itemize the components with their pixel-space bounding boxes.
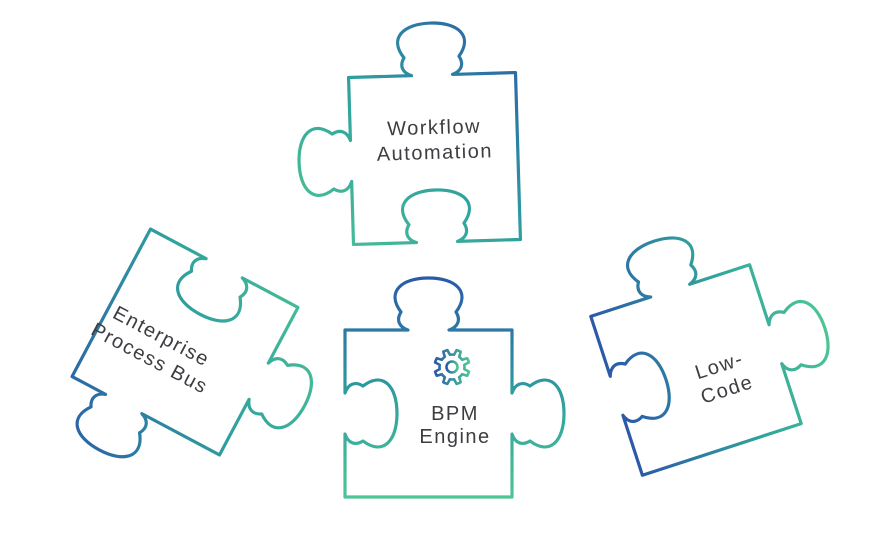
piece-label-line: BPM (431, 403, 479, 425)
puzzle-piece-outline (70, 227, 314, 459)
gear-hub (445, 360, 459, 374)
puzzle-piece-bpm-engine: BPM Engine (343, 276, 566, 499)
puzzle-piece-enterprise-process-bus: Enterprise Process Bus (70, 227, 314, 459)
puzzle-piece-low-code: Low- Code (589, 236, 830, 477)
puzzle-piece-outline (343, 276, 566, 499)
piece-label-line: Engine (419, 426, 490, 448)
gear-icon (433, 348, 471, 386)
puzzle-piece-outline (297, 21, 523, 247)
piece-label-line: Automation (376, 140, 493, 165)
puzzle-piece-workflow-automation: Workflow Automation (297, 21, 523, 247)
piece-label-line: Workflow (387, 116, 481, 141)
gear-teeth (433, 348, 471, 386)
puzzle-piece-outline (589, 236, 830, 477)
